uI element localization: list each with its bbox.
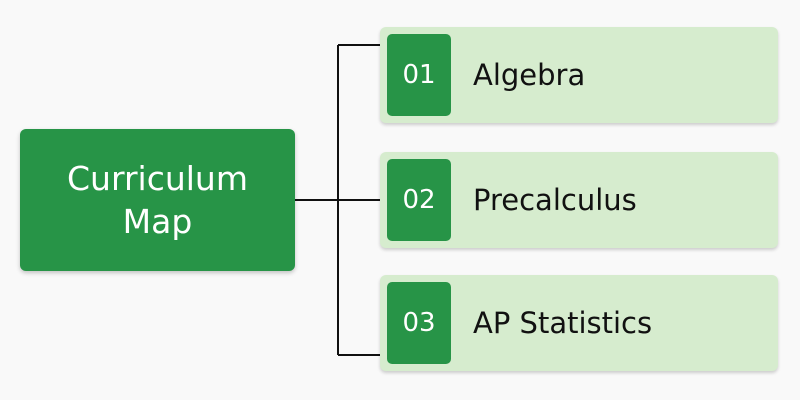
branch-node-algebra: 01 Algebra [380,27,778,123]
branch-node-ap-statistics: 03 AP Statistics [380,275,778,371]
root-node-label: Curriculum Map [67,159,248,241]
branch-number-badge: 01 [387,34,451,116]
branch-number-badge: 03 [387,282,451,364]
branch-node-precalculus: 02 Precalculus [380,152,778,248]
branch-label: Algebra [473,58,586,92]
branch-label: AP Statistics [473,306,653,340]
branch-number-badge: 02 [387,159,451,241]
root-node: Curriculum Map [20,129,295,271]
branch-label: Precalculus [473,183,637,217]
